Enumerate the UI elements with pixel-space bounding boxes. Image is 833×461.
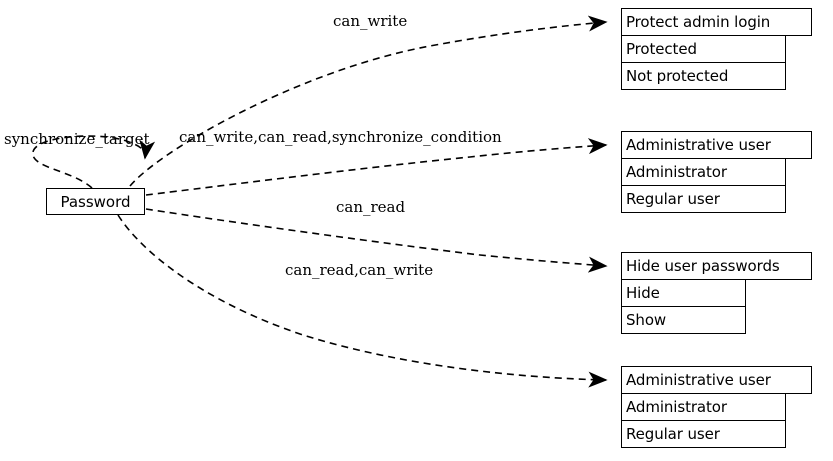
edge-can-write-can-read-synchronize-condition [145,138,608,196]
node-option[interactable]: Protected [621,35,786,63]
node-option[interactable]: Administrator [621,158,786,186]
target-node-3[interactable]: Administrative user Administrator Regula… [621,366,812,448]
edge-label-can-write-can-read-synchronize-condition: can_write,can_read,synchronize_condition [179,128,502,146]
source-node-password[interactable]: Password [46,188,145,215]
edge-synchronize-target [32,135,156,189]
edge-can-write [129,15,608,187]
node-option[interactable]: Not protected [621,62,786,90]
edge-label-can-read-can-write: can_read,can_write [285,261,434,279]
target-node-1[interactable]: Administrative user Administrator Regula… [621,131,812,213]
edge-label-can-write: can_write [333,12,408,30]
node-option[interactable]: Regular user [621,420,786,448]
edge-label-synchronize-target: synchronize_target [4,130,150,148]
node-header[interactable]: Hide user passwords [621,252,812,280]
target-node-0[interactable]: Protect admin login Protected Not protec… [621,8,812,90]
edge-can-read-can-write [117,214,608,388]
node-header[interactable]: Protect admin login [621,8,812,36]
node-option[interactable]: Regular user [621,185,786,213]
node-option[interactable]: Show [621,306,746,334]
node-header[interactable]: Administrative user [621,366,812,394]
node-option[interactable]: Hide [621,279,746,307]
source-node-label: Password [60,192,131,211]
edge-can-read [145,208,608,273]
node-header[interactable]: Administrative user [621,131,812,159]
edge-label-can-read: can_read [336,198,406,216]
target-node-2[interactable]: Hide user passwords Hide Show [621,252,812,334]
node-option[interactable]: Administrator [621,393,786,421]
